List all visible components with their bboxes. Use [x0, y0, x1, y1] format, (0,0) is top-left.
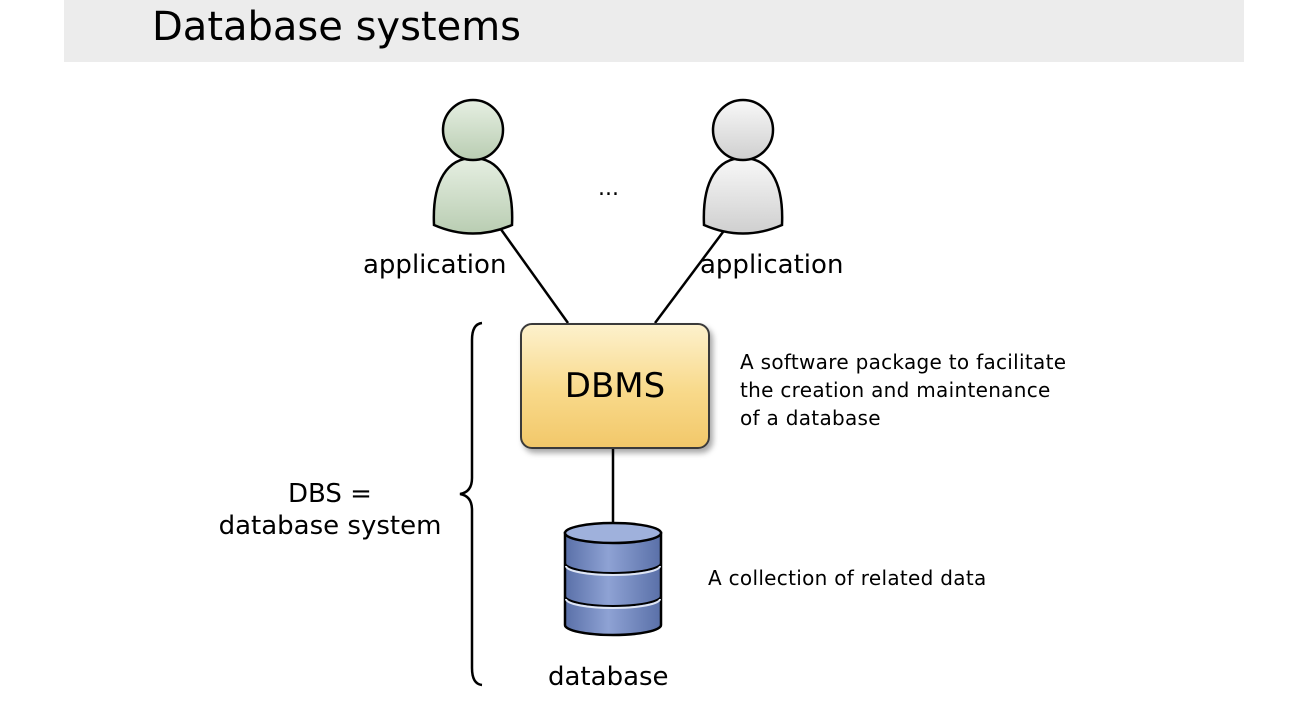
dbms-description-line: A software package to facilitate [740, 350, 1067, 374]
dbms-label: DBMS [564, 366, 666, 406]
dbms-description-line: of a database [740, 406, 881, 430]
database-cylinder-icon [563, 521, 663, 637]
dbs-abbreviation: DBS = [288, 479, 372, 509]
dbms-description: A software package to facilitate the cre… [740, 348, 1066, 432]
user-icon [702, 98, 784, 235]
application-label-left: application [363, 250, 507, 280]
connector-left-app-dbms [498, 227, 570, 324]
title-bar: Database systems [64, 0, 1244, 62]
user-icon [432, 98, 514, 235]
dbms-description-line: the creation and maintenance [740, 378, 1051, 402]
dbs-definition: DBS = database system [212, 478, 448, 542]
database-label: database [548, 662, 669, 692]
database-description: A collection of related data [708, 566, 987, 590]
connector-right-app-dbms [653, 227, 728, 324]
dbs-full-name: database system [218, 511, 442, 541]
ellipsis-label: ... [598, 176, 619, 201]
page-title: Database systems [152, 4, 522, 50]
curly-brace [459, 321, 483, 687]
application-label-right: application [700, 250, 844, 280]
dbms-box: DBMS [520, 323, 710, 449]
